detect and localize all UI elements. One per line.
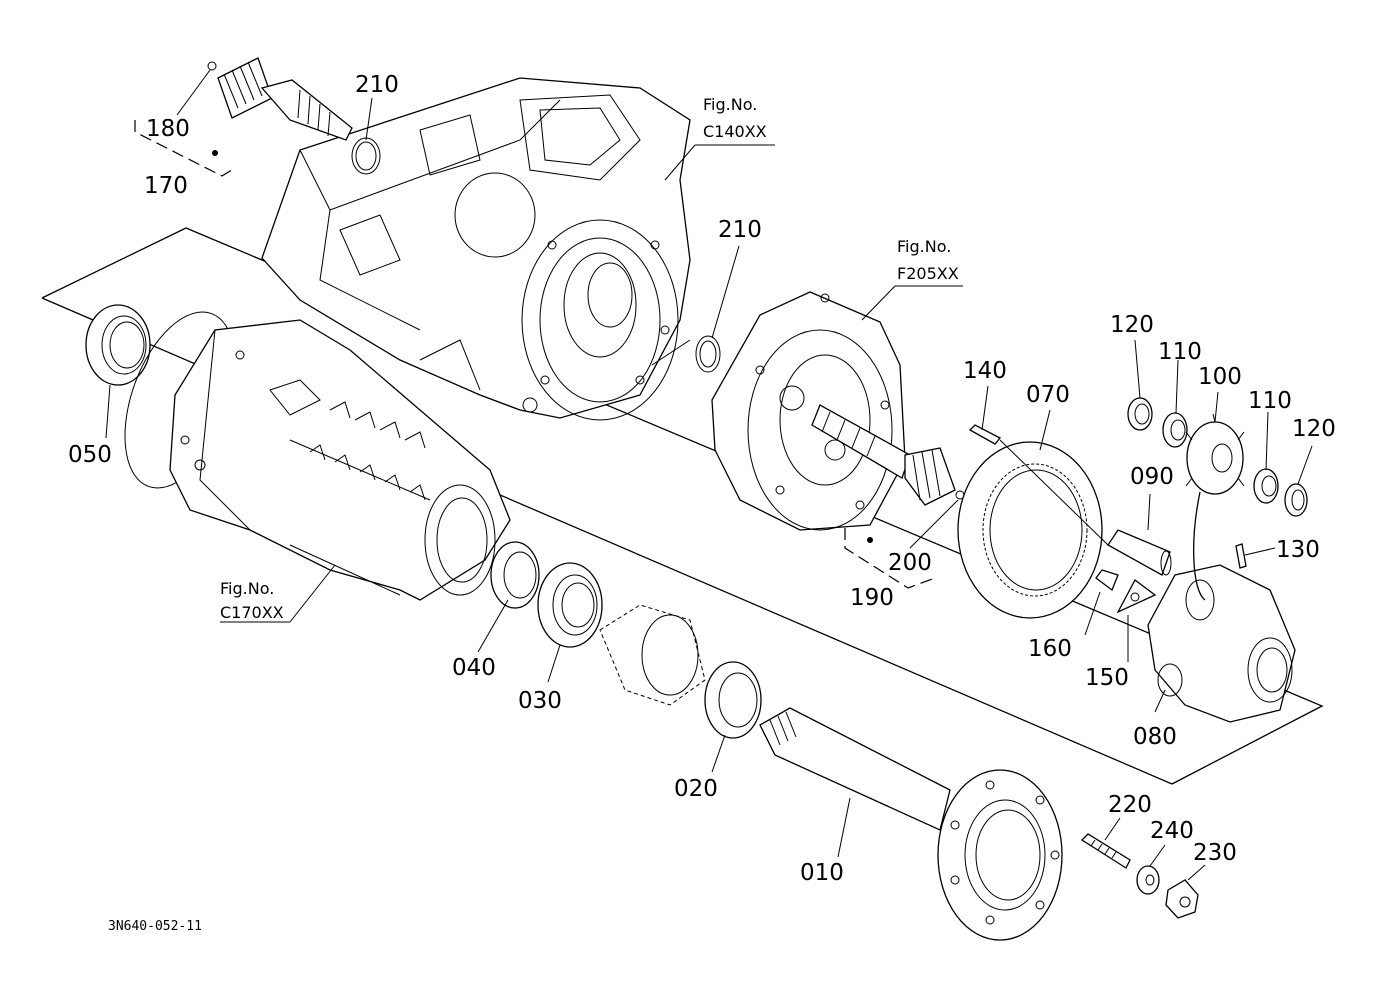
label-140: 140 xyxy=(963,358,1007,384)
label-080: 080 xyxy=(1133,724,1177,750)
bearing-retainer xyxy=(599,604,706,706)
planet-gear-100 xyxy=(1185,413,1245,495)
pinion-shaft-190 xyxy=(811,404,965,543)
label-010: 010 xyxy=(800,860,844,886)
fig-ref-c170-line2: C170XX xyxy=(220,603,284,622)
label-220: 220 xyxy=(1108,792,1152,818)
label-100: 100 xyxy=(1198,364,1242,390)
thrust-washer-120-left xyxy=(1127,397,1153,431)
fig-ref-f205-line2: F205XX xyxy=(897,264,959,283)
needle-bearing-110-right xyxy=(1253,468,1279,504)
label-210-middle: 210 xyxy=(718,217,762,243)
planet-carrier-080 xyxy=(1147,564,1296,723)
input-shaft-170 xyxy=(207,57,353,156)
transmission-case xyxy=(261,77,691,421)
label-020: 020 xyxy=(674,776,718,802)
label-230: 230 xyxy=(1193,840,1237,866)
bearing-040 xyxy=(490,541,540,609)
lock-plate-150 xyxy=(1116,579,1157,614)
planetary-housing xyxy=(711,291,906,531)
drawing-number: 3N640-052-11 xyxy=(108,919,202,934)
rear-axle-010 xyxy=(759,707,1063,941)
axle-housing xyxy=(169,319,511,601)
bolt-160 xyxy=(1095,569,1119,592)
group-brackets xyxy=(134,120,936,589)
label-150: 150 xyxy=(1085,665,1129,691)
label-120-left: 120 xyxy=(1110,312,1154,338)
label-240: 240 xyxy=(1150,818,1194,844)
label-180: 180 xyxy=(146,116,190,142)
fig-ref-c170-line1: Fig.No. xyxy=(220,579,274,598)
figure-references: Fig.No. C140XX Fig.No. F205XX Fig.No. C1… xyxy=(220,95,959,622)
label-160: 160 xyxy=(1028,636,1072,662)
fig-ref-c140-line1: Fig.No. xyxy=(703,95,757,114)
snap-ring-210-middle xyxy=(695,335,721,373)
nut-230 xyxy=(1165,879,1199,919)
label-120-right: 120 xyxy=(1292,416,1336,442)
internal-gear-070 xyxy=(957,441,1103,619)
label-070: 070 xyxy=(1026,382,1070,408)
pin-140 xyxy=(968,424,1002,445)
roll-pin-130 xyxy=(1235,543,1247,569)
stud-bolt-220 xyxy=(1080,833,1131,869)
label-130: 130 xyxy=(1276,537,1320,563)
bearing-030 xyxy=(537,562,603,648)
pin-shaft-090 xyxy=(1107,529,1172,576)
oil-seal-050 xyxy=(85,304,151,386)
label-110-right: 110 xyxy=(1248,388,1292,414)
label-090: 090 xyxy=(1130,464,1174,490)
label-040: 040 xyxy=(452,655,496,681)
thrust-washer-120-right xyxy=(1284,483,1308,517)
label-110-left: 110 xyxy=(1158,339,1202,365)
leader-lines xyxy=(105,69,1313,881)
needle-bearing-110-left xyxy=(1162,412,1188,448)
label-210-upper: 210 xyxy=(355,72,399,98)
label-200: 200 xyxy=(888,550,932,576)
label-190: 190 xyxy=(850,585,894,611)
part-labels: 180 170 210 210 050 040 030 020 010 200 … xyxy=(68,72,1336,886)
fig-ref-c140-line2: C140XX xyxy=(703,122,767,141)
label-050: 050 xyxy=(68,442,112,468)
fig-ref-f205-line1: Fig.No. xyxy=(897,237,951,256)
washer-240 xyxy=(1136,865,1160,895)
label-030: 030 xyxy=(518,688,562,714)
oil-seal-020 xyxy=(704,661,762,739)
label-170: 170 xyxy=(144,173,188,199)
